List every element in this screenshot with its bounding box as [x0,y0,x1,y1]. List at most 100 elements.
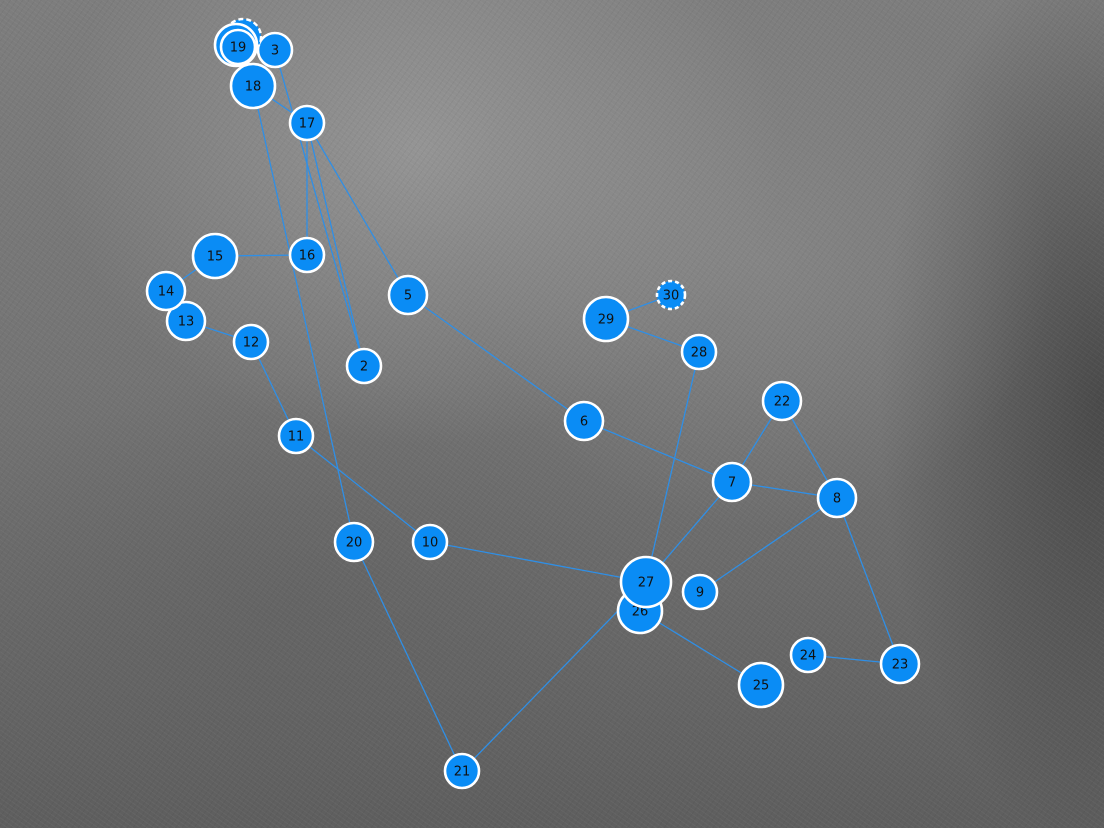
edge-21-27 [461,581,647,772]
node-3[interactable]: 3 [256,31,294,69]
node-5-circle[interactable] [387,274,429,316]
node-16-circle[interactable] [288,236,326,274]
node-23-label: 23 [892,658,909,673]
node-11-label: 11 [288,430,305,445]
edge-3-2 [274,49,365,367]
node-25[interactable]: 25 [737,661,785,709]
node-2[interactable]: 2 [345,347,383,385]
node-7-circle[interactable] [711,461,753,503]
node-7[interactable]: 7 [711,461,753,503]
node-15[interactable]: 15 [191,232,239,280]
node-8[interactable]: 8 [816,477,858,519]
node-10-label: 10 [422,536,439,551]
node-21-circle[interactable] [443,752,481,790]
node-15-circle[interactable] [191,232,239,280]
node-29[interactable]: 29 [582,295,630,343]
node-21[interactable]: 21 [443,752,481,790]
node-9-circle[interactable] [681,573,719,611]
node-15-label: 15 [207,250,224,265]
node-24[interactable]: 24 [789,636,827,674]
edge-27-28 [645,351,700,583]
node-18[interactable]: 18 [229,62,277,110]
node-11-circle[interactable] [277,417,315,455]
node-13-label: 13 [178,315,195,330]
node-19-label: 19 [230,41,247,56]
edge-18-20 [252,85,355,543]
node-27-label: 27 [638,576,655,591]
node-17-circle[interactable] [288,104,326,142]
node-29-circle[interactable] [582,295,630,343]
node-12[interactable]: 12 [232,323,270,361]
node-26-label: 26 [632,605,649,620]
node-28-label: 28 [691,346,708,361]
node-13[interactable]: 13 [165,300,207,342]
node-28[interactable]: 28 [680,333,718,371]
node-27-circle[interactable] [619,555,673,609]
node-9-label: 9 [696,586,704,601]
node-25-label: 25 [753,679,770,694]
node-8-circle[interactable] [816,477,858,519]
node-2-label: 2 [360,360,368,375]
node-25-circle[interactable] [737,661,785,709]
node-22[interactable]: 22 [761,380,803,422]
node-20-label: 20 [346,536,363,551]
node-12-label: 12 [243,336,260,351]
node-14[interactable]: 14 [145,270,187,312]
node-30-circle[interactable] [655,279,687,311]
node-23[interactable]: 23 [879,643,921,685]
node-3-circle[interactable] [256,31,294,69]
node-5[interactable]: 5 [387,274,429,316]
edge-17-2 [306,122,365,367]
node-6[interactable]: 6 [563,400,605,442]
node-14-circle[interactable] [145,270,187,312]
node-16-label: 16 [299,249,316,264]
edge-8-9 [699,497,838,593]
node-29-label: 29 [598,313,615,328]
node-19[interactable]: 19 [213,17,263,68]
node-10-circle[interactable] [411,523,449,561]
node-30-label: 30 [663,289,680,304]
node-12-circle[interactable] [232,323,270,361]
node-2-circle[interactable] [345,347,383,385]
node-19-circle[interactable] [219,28,257,66]
edge-17-5 [306,122,409,296]
node-24-circle[interactable] [789,636,827,674]
node-18-label: 18 [245,80,262,95]
node-20[interactable]: 20 [333,521,375,563]
node-6-label: 6 [580,415,588,430]
node-17[interactable]: 17 [288,104,326,142]
edge-8-23 [836,497,901,665]
node-3-label: 3 [271,44,279,59]
edge-5-6 [407,294,585,422]
node-18-circle[interactable] [229,62,277,110]
node-16[interactable]: 16 [288,236,326,274]
node-6-circle[interactable] [563,400,605,442]
node-30[interactable]: 30 [655,279,687,311]
node-27[interactable]: 27 [619,555,673,609]
node-28-circle[interactable] [680,333,718,371]
node-21-label: 21 [454,765,471,780]
node-14-label: 14 [158,285,175,300]
node-20-circle[interactable] [333,521,375,563]
edge-26-25 [639,610,762,686]
node-22-label: 22 [774,395,791,410]
node-10[interactable]: 10 [411,523,449,561]
edge-11-10 [295,435,431,543]
node-24-label: 24 [800,649,817,664]
edge-20-21 [353,541,463,772]
edge-10-27 [429,541,647,583]
node-17-label: 17 [299,117,316,132]
node-11[interactable]: 11 [277,417,315,455]
node-8-label: 8 [833,492,841,507]
node-9[interactable]: 9 [681,573,719,611]
node-5-label: 5 [404,289,412,304]
node-7-label: 7 [728,476,736,491]
edge-6-7 [583,420,733,483]
node-22-circle[interactable] [761,380,803,422]
node-23-circle[interactable] [879,643,921,685]
node-13-circle[interactable] [165,300,207,342]
